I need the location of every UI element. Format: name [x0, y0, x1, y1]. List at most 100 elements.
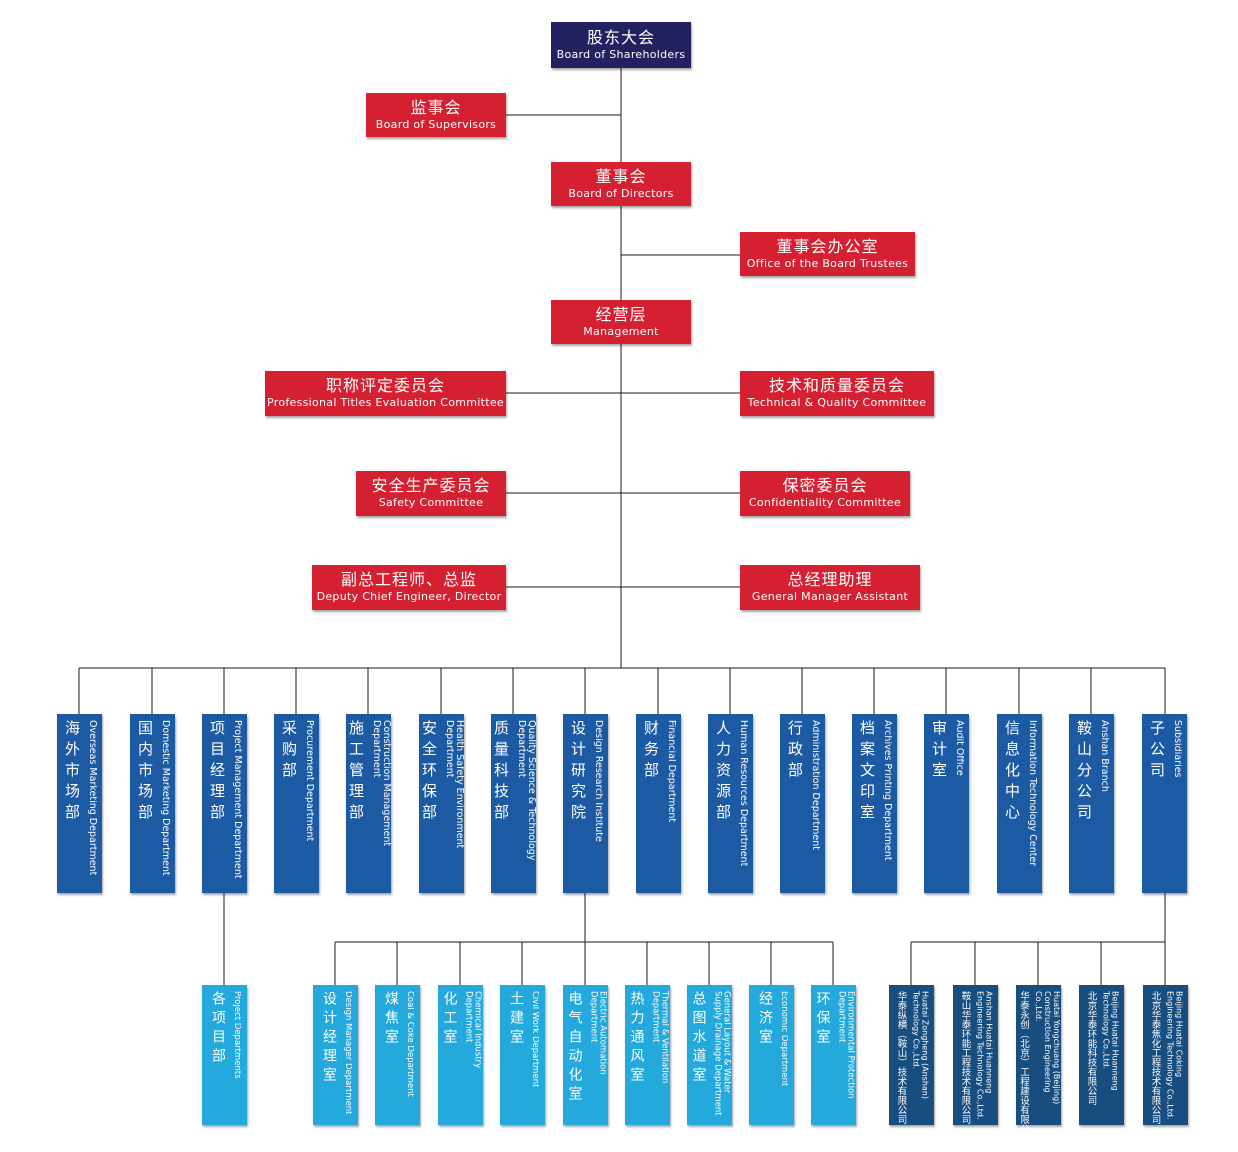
board-office-zh: 董事会办公室	[776, 236, 879, 256]
management-box: 经营层 Management	[551, 300, 691, 344]
deputy-engineer-zh: 副总工程师、总监	[340, 570, 477, 590]
department-zh: 审计室	[930, 720, 948, 783]
design-office-zh: 环保室	[814, 991, 831, 1048]
design-office-box: 经济室 Economic Department	[749, 985, 794, 1125]
department-en: Quality Science & Technology Department	[516, 720, 536, 861]
design-office-box: 土建室 Civil Work Department	[500, 985, 545, 1125]
confidentiality-committee-zh: 保密委员会	[782, 476, 868, 496]
design-office-box: 煤焦室 Coal & Coke Department	[375, 985, 420, 1125]
gm-assistant-en: General Manager Assistant	[751, 590, 909, 604]
department-en: Construction Management Department	[371, 720, 391, 847]
shareholders-en: Board of Shareholders	[556, 47, 686, 61]
department-box: 鞍山分公司 Anshan Branch	[1069, 714, 1114, 893]
subsidiary-box: 华泰纵横（鞍山）技术有限公司 Huatai Zongheng (Anshan) …	[889, 985, 934, 1125]
design-office-en: Civil Work Department	[530, 991, 539, 1088]
board-of-supervisors-box: 监事会 Board of Supervisors	[366, 93, 506, 137]
department-en: Financial Department	[666, 720, 676, 823]
department-box: 档案文印室 Archives Printing Department	[852, 714, 897, 893]
department-zh: 国内市场部	[136, 720, 154, 825]
subsidiary-en: Huatai Zongheng (Anshan) Technology Co.,…	[911, 991, 930, 1099]
department-zh: 子公司	[1148, 720, 1166, 783]
design-office-box: 电气自动化室 Electric Automation Department	[563, 985, 608, 1125]
design-office-zh: 电气自动化室	[566, 991, 583, 1105]
department-zh: 海外市场部	[63, 720, 81, 825]
board-office-en: Office of the Board Trustees	[746, 256, 909, 270]
department-en: Subsidiaries	[1172, 720, 1182, 778]
design-office-zh: 煤焦室	[383, 991, 399, 1048]
design-office-box: 设计经理室 Design Manager Department	[313, 985, 358, 1125]
titles-committee-zh: 职称评定委员会	[325, 376, 445, 396]
design-office-en: Design Manager Department	[343, 991, 352, 1115]
department-box: 审计室 Audit Office	[924, 714, 969, 893]
department-box: 海外市场部 Overseas Marketing Department	[57, 714, 102, 893]
department-en: Project Management Department	[232, 720, 242, 879]
department-en: Health Safety Environment Department	[444, 720, 464, 849]
department-zh: 项目经理部	[208, 720, 226, 825]
subsidiary-en: Beijing Huatai Coking Engineering Techno…	[1165, 991, 1184, 1120]
department-box: 项目经理部 Project Management Department	[202, 714, 247, 893]
department-en: Procurement Department	[304, 720, 314, 842]
department-zh: 人力资源部	[714, 720, 732, 825]
department-zh: 档案文印室	[858, 720, 876, 825]
department-en: Audit Office	[954, 720, 964, 776]
department-box: 人力资源部 Human Resources Department	[708, 714, 753, 893]
board-office-box: 董事会办公室 Office of the Board Trustees	[740, 232, 915, 276]
design-office-box: 化工室 Chemical Industry Department	[438, 985, 483, 1125]
department-zh: 设计研究院	[569, 720, 587, 825]
department-zh: 信息化中心	[1003, 720, 1021, 825]
board-of-directors-box: 董事会 Board of Directors	[551, 162, 691, 206]
department-box: 信息化中心 Information Technology Center	[997, 714, 1042, 893]
department-zh: 质量科技部	[492, 720, 510, 825]
department-zh: 施工管理部	[347, 720, 365, 825]
department-en: Domestic Marketing Department	[160, 720, 170, 876]
deputy-engineer-box: 副总工程师、总监 Deputy Chief Engineer, Director	[312, 565, 506, 610]
subsidiary-box: 鞍山华泰环能工程技术有限公司 Anshan Huatai Huanneng En…	[953, 985, 998, 1125]
subsidiary-en: Anshan Huatai Huanneng Engineering Techn…	[975, 991, 994, 1120]
department-en: Archives Printing Department	[882, 720, 892, 861]
directors-zh: 董事会	[595, 166, 647, 186]
design-office-zh: 设计经理室	[321, 991, 337, 1086]
quality-committee-zh: 技术和质量委员会	[768, 376, 905, 396]
design-office-zh: 总图水道室	[690, 991, 707, 1086]
department-box: 施工管理部 Construction Management Department	[346, 714, 391, 893]
management-en: Management	[583, 324, 659, 338]
department-en: Overseas Marketing Department	[87, 720, 97, 876]
design-office-en: Electric Automation Department	[588, 991, 607, 1075]
subsidiary-zh: 华泰纵横（鞍山）技术有限公司	[895, 991, 907, 1124]
project-departments-zh: 各项目部	[210, 991, 226, 1067]
department-zh: 鞍山分公司	[1075, 720, 1093, 825]
department-en: Administration Department	[810, 720, 820, 851]
design-office-zh: 热力通风室	[628, 991, 645, 1086]
design-office-zh: 经济室	[757, 991, 773, 1048]
quality-committee-box: 技术和质量委员会 Technical & Quality Committee	[740, 371, 934, 416]
shareholders-zh: 股东大会	[586, 27, 655, 47]
gm-assistant-zh: 总经理助理	[787, 570, 873, 590]
department-en: Anshan Branch	[1099, 720, 1109, 792]
subsidiary-zh: 华泰永创（北京）工程建设有限公司	[1018, 991, 1029, 1143]
safety-committee-en: Safety Committee	[378, 496, 484, 510]
confidentiality-committee-box: 保密委员会 Confidentiality Committee	[740, 471, 910, 516]
confidentiality-committee-en: Confidentiality Committee	[748, 496, 902, 510]
department-zh: 财务部	[642, 720, 660, 783]
department-box: 安全环保部 Health Safety Environment Departme…	[419, 714, 464, 893]
design-office-en: Thermal & Ventilation Department	[650, 991, 669, 1084]
quality-committee-en: Technical & Quality Committee	[747, 396, 927, 410]
deputy-engineer-en: Deputy Chief Engineer, Director	[316, 590, 502, 604]
design-office-box: 总图水道室 General Layout & Water Supply Drai…	[687, 985, 732, 1125]
design-office-en: Economic Department	[779, 991, 788, 1087]
subsidiary-box: 北京华泰焦化工程技术有限公司 Beijing Huatai Coking Eng…	[1143, 985, 1188, 1125]
design-office-en: Chemical Industry Department	[463, 991, 482, 1069]
design-office-en: Coal & Coke Department	[405, 991, 414, 1097]
design-office-en: Environmental Protection Department	[836, 991, 855, 1099]
department-zh: 行政部	[786, 720, 804, 783]
design-office-box: 热力通风室 Thermal & Ventilation Department	[625, 985, 670, 1125]
department-zh: 安全环保部	[420, 720, 438, 825]
subsidiary-en: Beijing Huatai Huanneng Technology Co.,L…	[1101, 991, 1120, 1091]
design-office-box: 环保室 Environmental Protection Department	[811, 985, 856, 1125]
department-en: Information Technology Center	[1027, 720, 1037, 867]
department-box: 财务部 Financial Department	[636, 714, 681, 893]
project-departments-en: Project Departments	[232, 991, 241, 1079]
safety-committee-box: 安全生产委员会 Safety Committee	[356, 471, 506, 516]
subsidiary-zh: 北京华泰焦化工程技术有限公司	[1149, 991, 1161, 1124]
